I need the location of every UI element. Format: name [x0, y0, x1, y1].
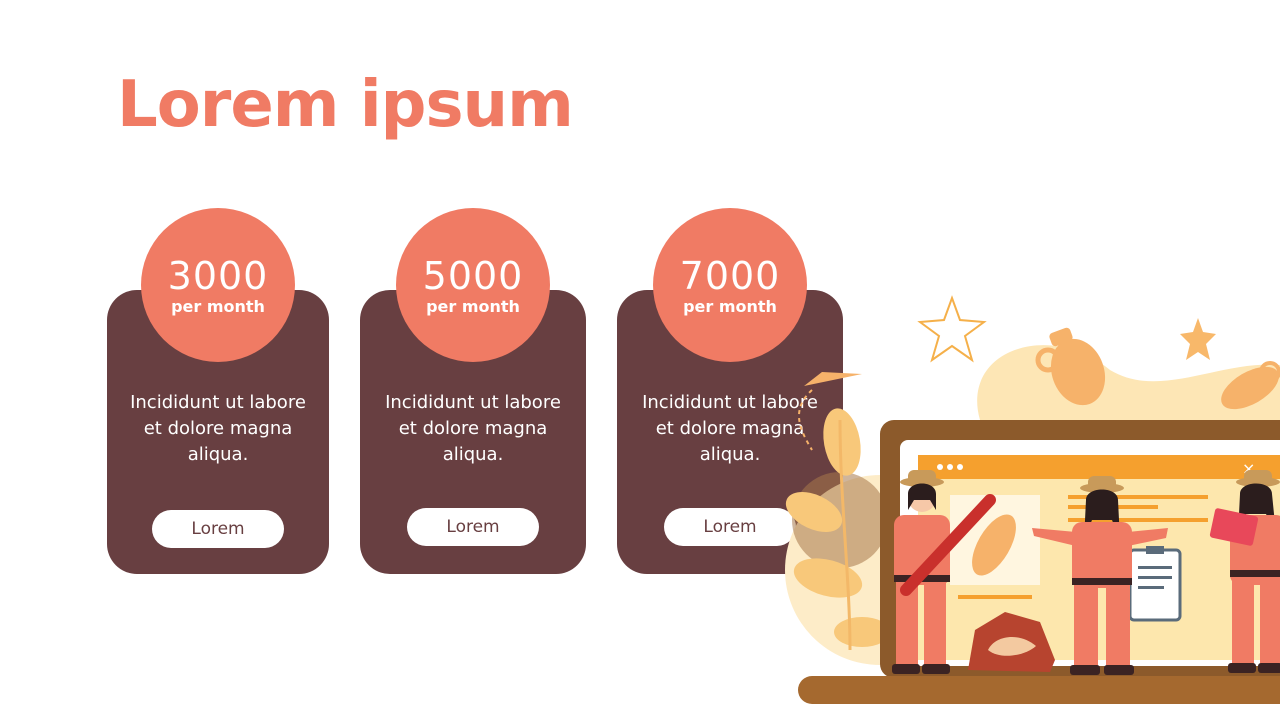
price-unit: per month: [426, 297, 520, 316]
window-dot: [947, 464, 953, 470]
paper-plane-icon: [804, 372, 862, 386]
text-line: [958, 595, 1032, 599]
laptop-base: [798, 676, 1280, 704]
card-button-1[interactable]: Lorem: [152, 510, 284, 548]
card-description: Incididunt ut labore et dolore magna ali…: [385, 392, 561, 465]
star-outline-icon: [917, 295, 987, 363]
clipboard-clip: [1146, 546, 1164, 554]
card-description: Incididunt ut labore et dolore magna ali…: [130, 392, 306, 465]
star-icon: [1180, 318, 1216, 360]
archaeology-illustration: ×: [785, 295, 1280, 704]
price-badge-1: 3000 per month: [141, 208, 295, 362]
clipboard-icon: [1128, 548, 1182, 622]
price-unit: per month: [683, 297, 777, 316]
price-badge-2: 5000 per month: [396, 208, 550, 362]
price-unit: per month: [171, 297, 265, 316]
leaf-icon: [785, 408, 890, 647]
card-description: Incididunt ut labore et dolore magna ali…: [642, 392, 818, 465]
leaf-stem: [838, 419, 852, 651]
card-button-2[interactable]: Lorem: [407, 508, 539, 546]
text-line: [1068, 518, 1208, 522]
amphora-icon: [1035, 327, 1106, 406]
window-dot: [937, 464, 943, 470]
dinosaur-skull-icon: [988, 636, 1036, 656]
price-amount: 5000: [422, 254, 524, 298]
clipboard-line: [1138, 566, 1172, 569]
card-button-3[interactable]: Lorem: [664, 508, 796, 546]
archaeologist-figure: [892, 470, 996, 674]
archaeologist-figure: [1209, 470, 1280, 673]
archaeologist-figure: [1032, 476, 1168, 675]
clipboard-line: [1138, 586, 1164, 589]
text-line: [1068, 495, 1208, 499]
clipboard-line: [1138, 576, 1172, 579]
window-dot: [957, 464, 963, 470]
window-bar: [918, 455, 1280, 479]
price-amount: 3000: [167, 254, 269, 298]
dashed-trail: [797, 389, 813, 451]
price-amount: 7000: [679, 254, 781, 298]
artifact-vase-icon: [972, 514, 1016, 576]
amphora-icon: [1221, 361, 1280, 410]
slide-title: Lorem ipsum: [117, 68, 574, 142]
price-badge-3: 7000 per month: [653, 208, 807, 362]
